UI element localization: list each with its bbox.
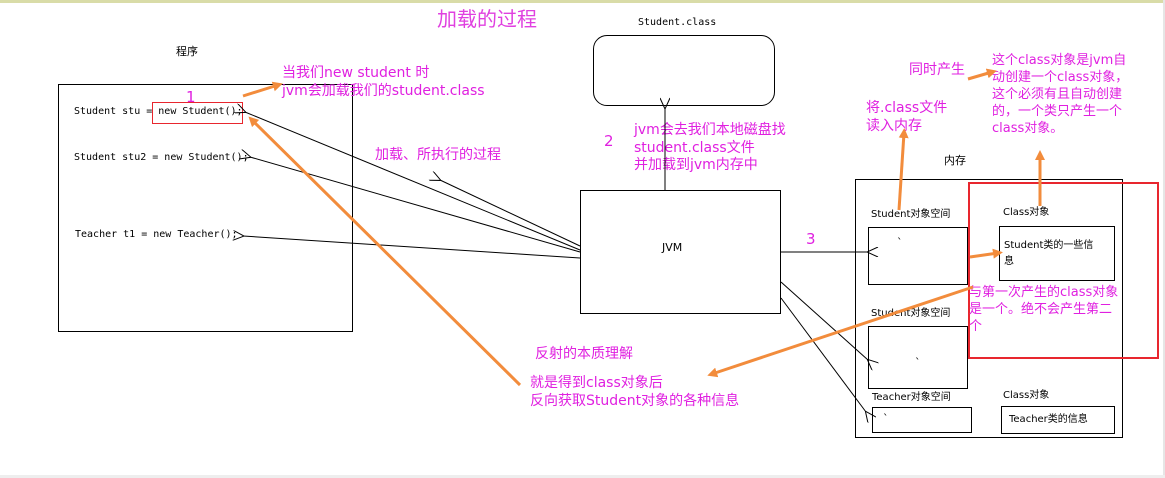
orange-arrow-read-mem: [897, 128, 909, 211]
orange-arrow-space-to-class: [969, 248, 1003, 259]
program-box: [58, 84, 353, 332]
tick-mark-2: `: [915, 356, 921, 369]
orange-arrow-same-time: [967, 68, 997, 81]
first-class-object-note: 与第一次产生的class对象 是一个。绝不会产生第二 个: [969, 285, 1119, 334]
class-object2-label: Class对象: [1003, 390, 1050, 401]
arrow-jvm-to-code3: [243, 236, 581, 259]
step-2-number: 2: [604, 132, 614, 150]
step-3-number: 3: [806, 230, 816, 248]
program-label: 程序: [176, 45, 198, 58]
right-border: [1163, 0, 1165, 478]
code-line-1: Student stu = new Student();: [74, 106, 243, 117]
class-object2-text: Teacher类的信息: [1009, 414, 1088, 425]
code-line-3: Teacher t1 = new Teacher();: [75, 229, 238, 240]
load-exec-text: 加载、所执行的过程: [375, 147, 501, 163]
class-object-teacher-box: [1001, 406, 1115, 434]
orange-arrow-reflection: [248, 116, 522, 387]
tick-mark-1: `: [897, 236, 903, 249]
reflection-title: 反射的本质理解: [535, 346, 633, 362]
diagram-title: 加载的过程: [437, 7, 537, 31]
memory-label: 内存: [944, 154, 966, 167]
teacher-space-label: Teacher对象空间: [872, 392, 951, 403]
orange-arrow-step1: [242, 81, 283, 98]
student-space2-label: Student对象空间: [871, 308, 951, 319]
class-object-text: Student类的一些信 息: [1004, 240, 1094, 267]
code-line-2: Student stu2 = new Student();: [74, 152, 249, 163]
student-space-label: Student对象空间: [871, 209, 951, 220]
class-object-highlight: [968, 182, 1159, 359]
same-time-text: 同时产生: [909, 62, 965, 78]
student-class-label: Student.class: [638, 17, 717, 28]
reflection-text: 就是得到class对象后 反向获取Student对象的各种信息: [530, 375, 740, 409]
step-1-number: 1: [186, 88, 196, 106]
memory-box: [855, 179, 1123, 438]
student-space2-box: [868, 326, 968, 389]
top-border: [0, 0, 1165, 3]
class-object-label: Class对象: [1003, 207, 1050, 218]
class-object-note: 这个class对象是jvm自 动创建一个class对象， 这个必须有且自动创建 …: [992, 53, 1129, 136]
arrow-jvm-to-code1: [245, 112, 581, 251]
student-class-file-box: [593, 35, 775, 106]
jvm-box: [580, 190, 781, 314]
arrow-jvm-to-code2: [250, 157, 581, 253]
arrow-jvm-to-teacher-space: [780, 297, 866, 412]
jvm-label: JVM: [662, 241, 683, 254]
bottom-border: [0, 475, 1165, 478]
tick-mark-3: `: [883, 412, 889, 425]
orange-arrow-reflection-to-class: [707, 285, 974, 378]
step-1-text: 当我们new student 时 jvm会加载我们的student.class: [282, 65, 485, 99]
arrow-jvm-to-student-space2: [780, 281, 868, 360]
arrow-exec-to-jvm: [440, 180, 581, 247]
